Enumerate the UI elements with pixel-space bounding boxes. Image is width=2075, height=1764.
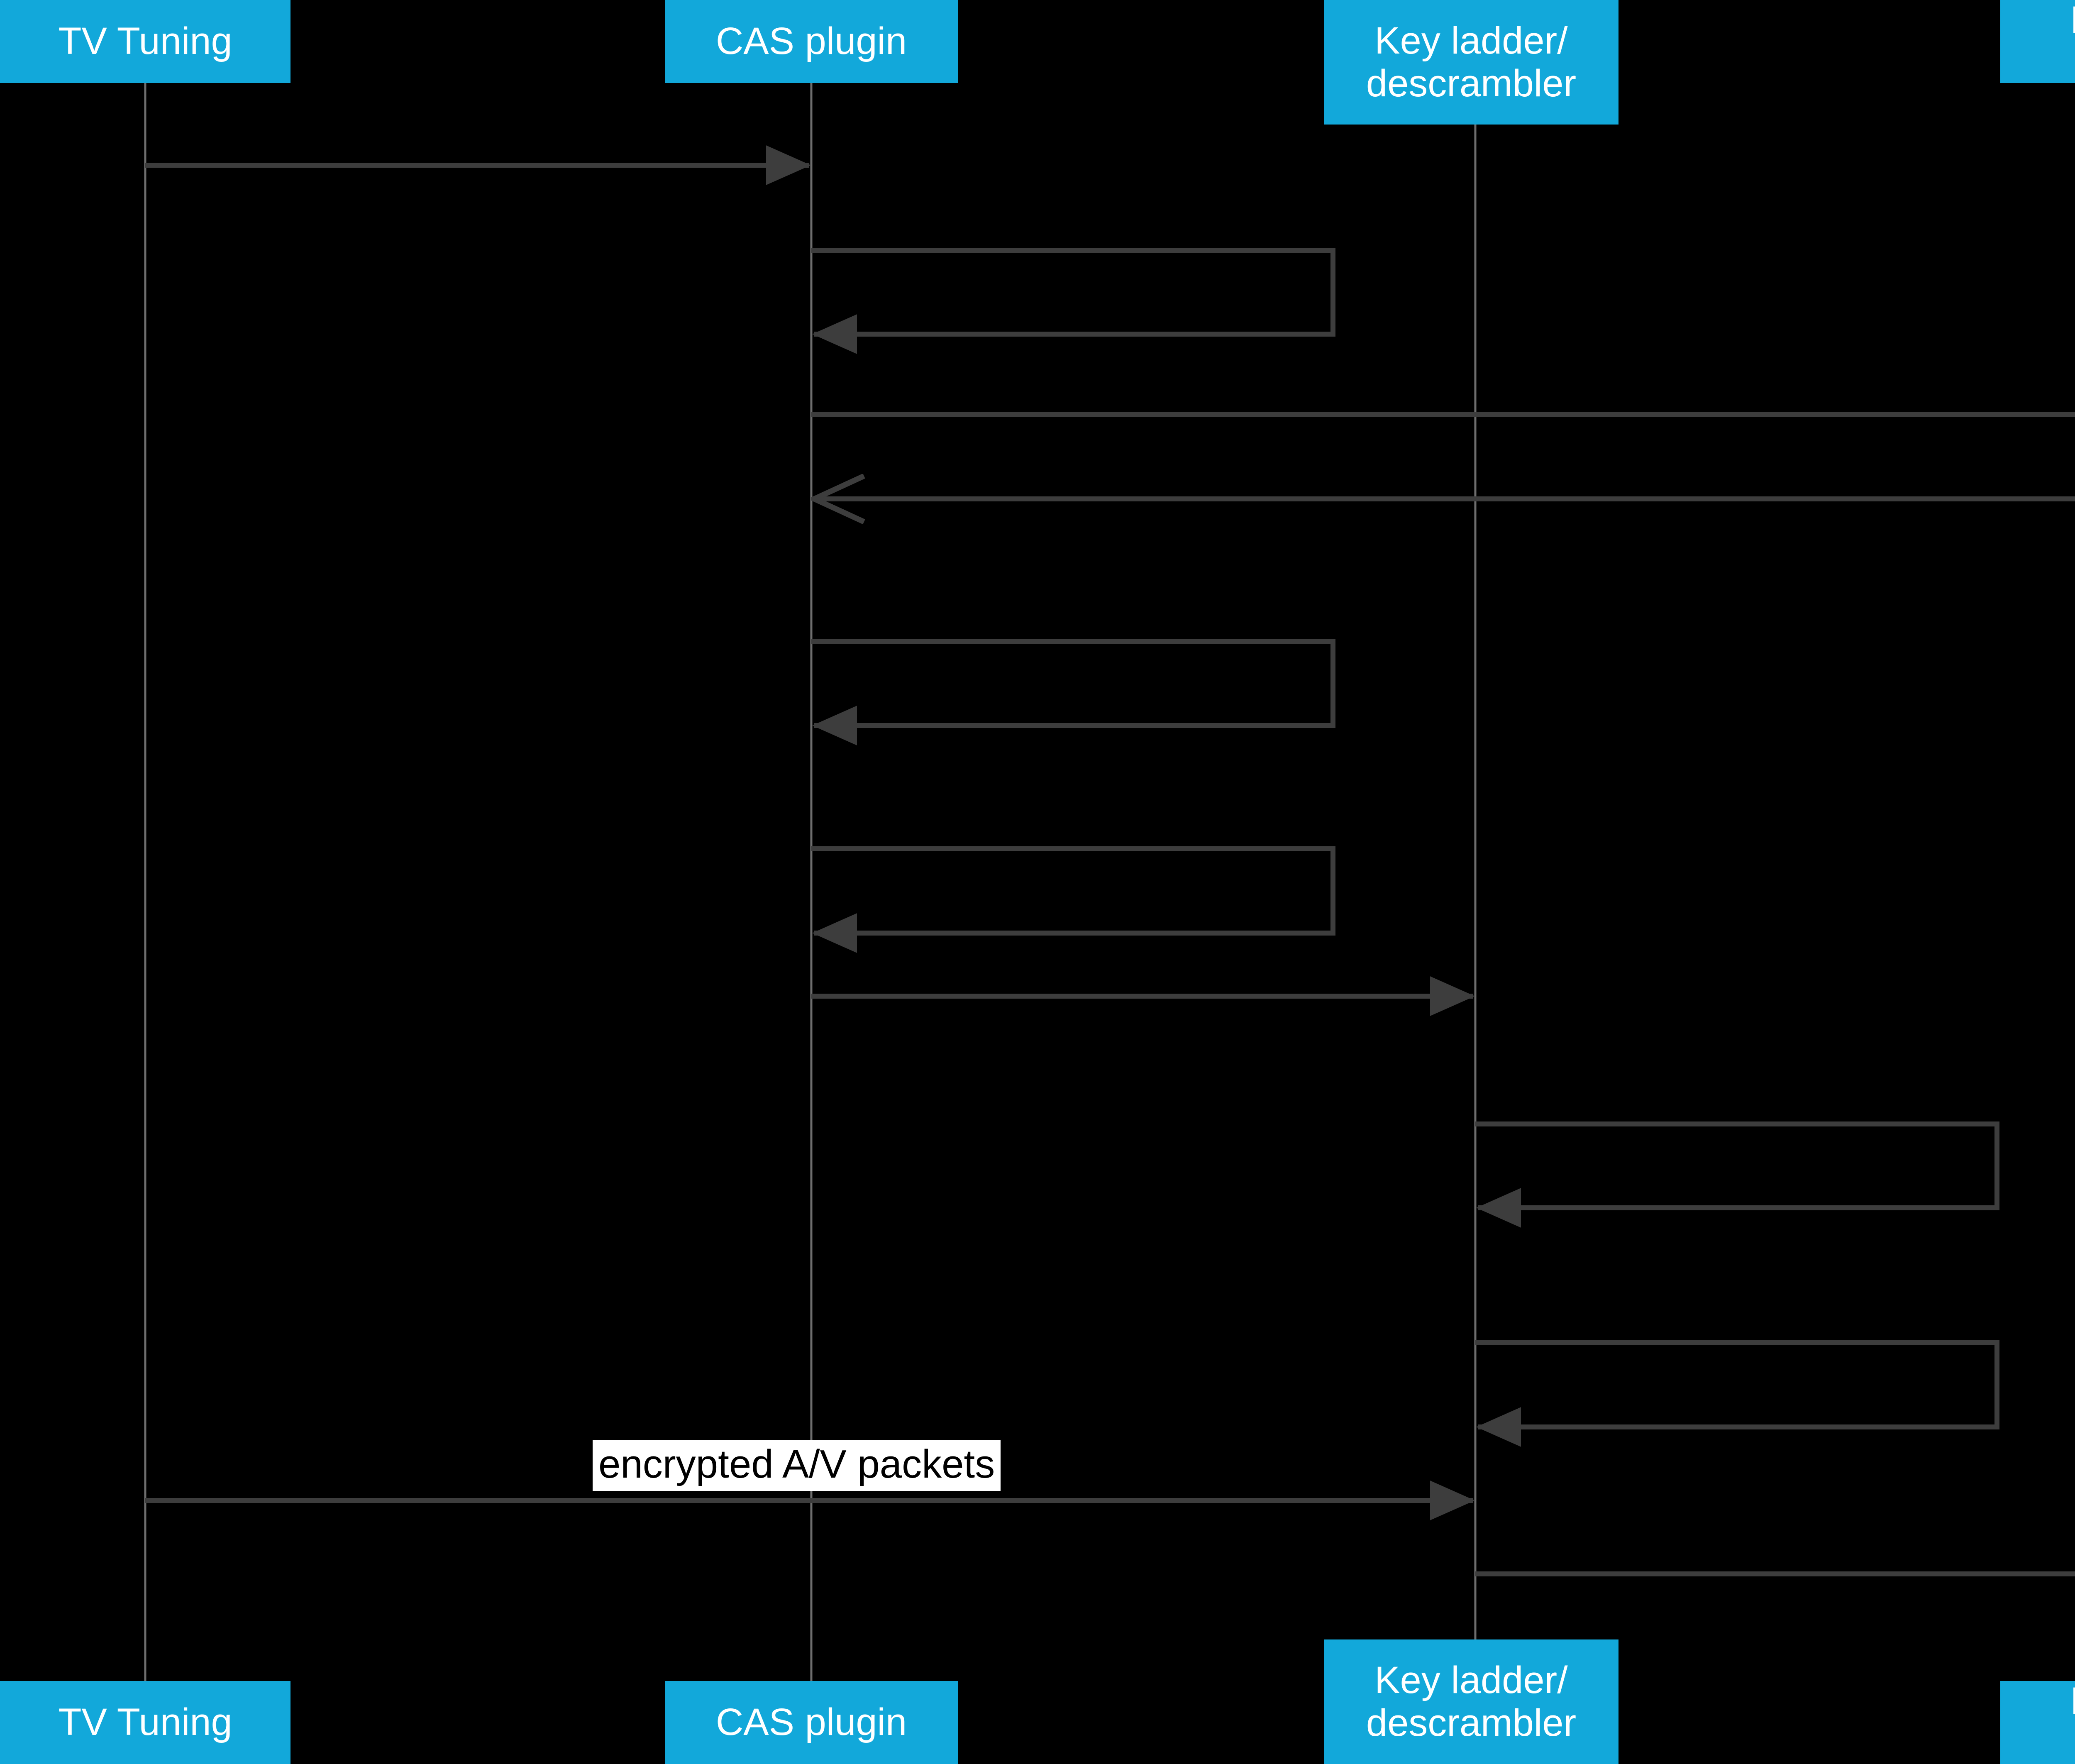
lifelines-group [144, 83, 1477, 1681]
message-self-loop-6 [811, 846, 1335, 953]
actor-box-top-key-ladder-descrambler[interactable]: Key ladder/ descrambler [1324, 0, 1618, 125]
message-self-loop-5 [811, 639, 1335, 745]
actor-box-top-tv-tuning[interactable]: TV Tuning [0, 0, 290, 83]
message-label-encrypted-av-packets: encrypted A/V packets [593, 1440, 1001, 1491]
actor-box-bottom-tv-tuning[interactable]: TV Tuning [0, 1681, 290, 1764]
message-self-loop-2 [811, 248, 1335, 354]
actor-box-top-cas-plugin[interactable]: CAS plugin [665, 0, 958, 83]
message-self-loop-9 [1475, 1340, 1999, 1447]
message-self-loop-8 [1475, 1121, 1999, 1228]
actor-box-top-decode-display[interactable]: Decode, display [2000, 0, 2075, 83]
actor-box-bottom-cas-plugin[interactable]: CAS plugin [665, 1681, 958, 1764]
actor-box-bottom-key-ladder-descrambler[interactable]: Key ladder/ descrambler [1324, 1639, 1618, 1764]
messages-group [145, 145, 2075, 1576]
actor-box-bottom-decode-display[interactable]: Decode, display [2000, 1680, 2075, 1764]
